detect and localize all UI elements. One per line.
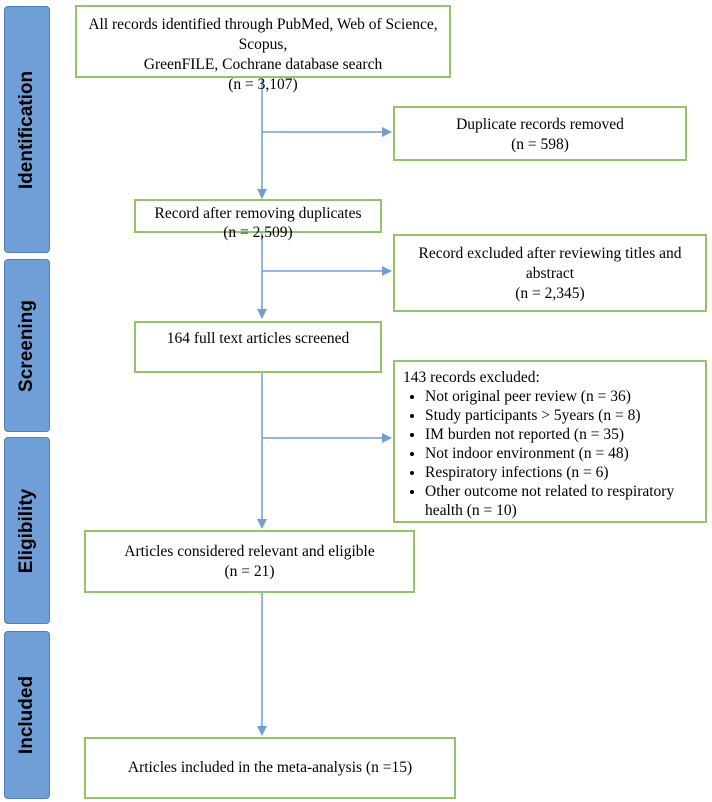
excluded-titles-line3: (n = 2,345) xyxy=(515,285,585,302)
excluded-titles-line2: abstract xyxy=(525,265,575,282)
identified-line3: (n = 3,107) xyxy=(228,76,298,93)
box-duplicates-removed: Duplicate records removed (n = 598) xyxy=(393,106,687,161)
duplicates-line2: (n = 598) xyxy=(511,136,569,153)
box-after-duplicates: Record after removing duplicates (n = 2,… xyxy=(134,199,382,241)
included-line1: Articles included in the meta-analysis (… xyxy=(127,759,413,776)
exclusion-reason: Other outcome not related to respiratory… xyxy=(425,482,697,520)
eligible-line1: Articles considered relevant and eligibl… xyxy=(124,543,375,560)
exclusion-reason: IM burden not reported (n = 35) xyxy=(425,425,697,444)
stage-included: Included xyxy=(4,631,50,799)
stage-screening: Screening xyxy=(4,259,50,432)
box-eligible: Articles considered relevant and eligibl… xyxy=(84,530,415,593)
after-duplicates-line2: (n = 2,509) xyxy=(223,224,293,241)
screened-line1: 164 full text articles screened xyxy=(166,330,350,347)
stage-identification: Identification xyxy=(4,6,50,253)
exclusion-reason: Not original peer review (n = 36) xyxy=(425,387,697,406)
eligible-line2: (n = 21) xyxy=(224,563,275,580)
exclusion-reason: Respiratory infections (n = 6) xyxy=(425,463,697,482)
box-records-identified: All records identified through PubMed, W… xyxy=(75,5,451,93)
excluded-titles-line1: Record excluded after reviewing titles a… xyxy=(418,245,682,262)
box-included: Articles included in the meta-analysis (… xyxy=(84,737,456,799)
duplicates-line1: Duplicate records removed xyxy=(456,116,624,133)
box-screened: 164 full text articles screened xyxy=(134,321,382,373)
identified-line2: GreenFILE, Cochrane database search xyxy=(143,56,383,73)
exclusion-reason: Not indoor environment (n = 48) xyxy=(425,444,697,463)
stage-eligibility: Eligibility xyxy=(4,437,50,624)
box-excluded-fulltext: 143 records excluded: Not original peer … xyxy=(393,360,707,523)
after-duplicates-line1: Record after removing duplicates xyxy=(154,205,362,222)
identified-line1: All records identified through PubMed, W… xyxy=(88,16,438,53)
exclusion-reason: Study participants > 5years (n = 8) xyxy=(425,406,697,425)
excluded-fulltext-list: Not original peer review (n = 36) Study … xyxy=(395,387,705,520)
excluded-fulltext-title: 143 records excluded: xyxy=(403,369,540,386)
box-excluded-titles: Record excluded after reviewing titles a… xyxy=(393,234,707,312)
